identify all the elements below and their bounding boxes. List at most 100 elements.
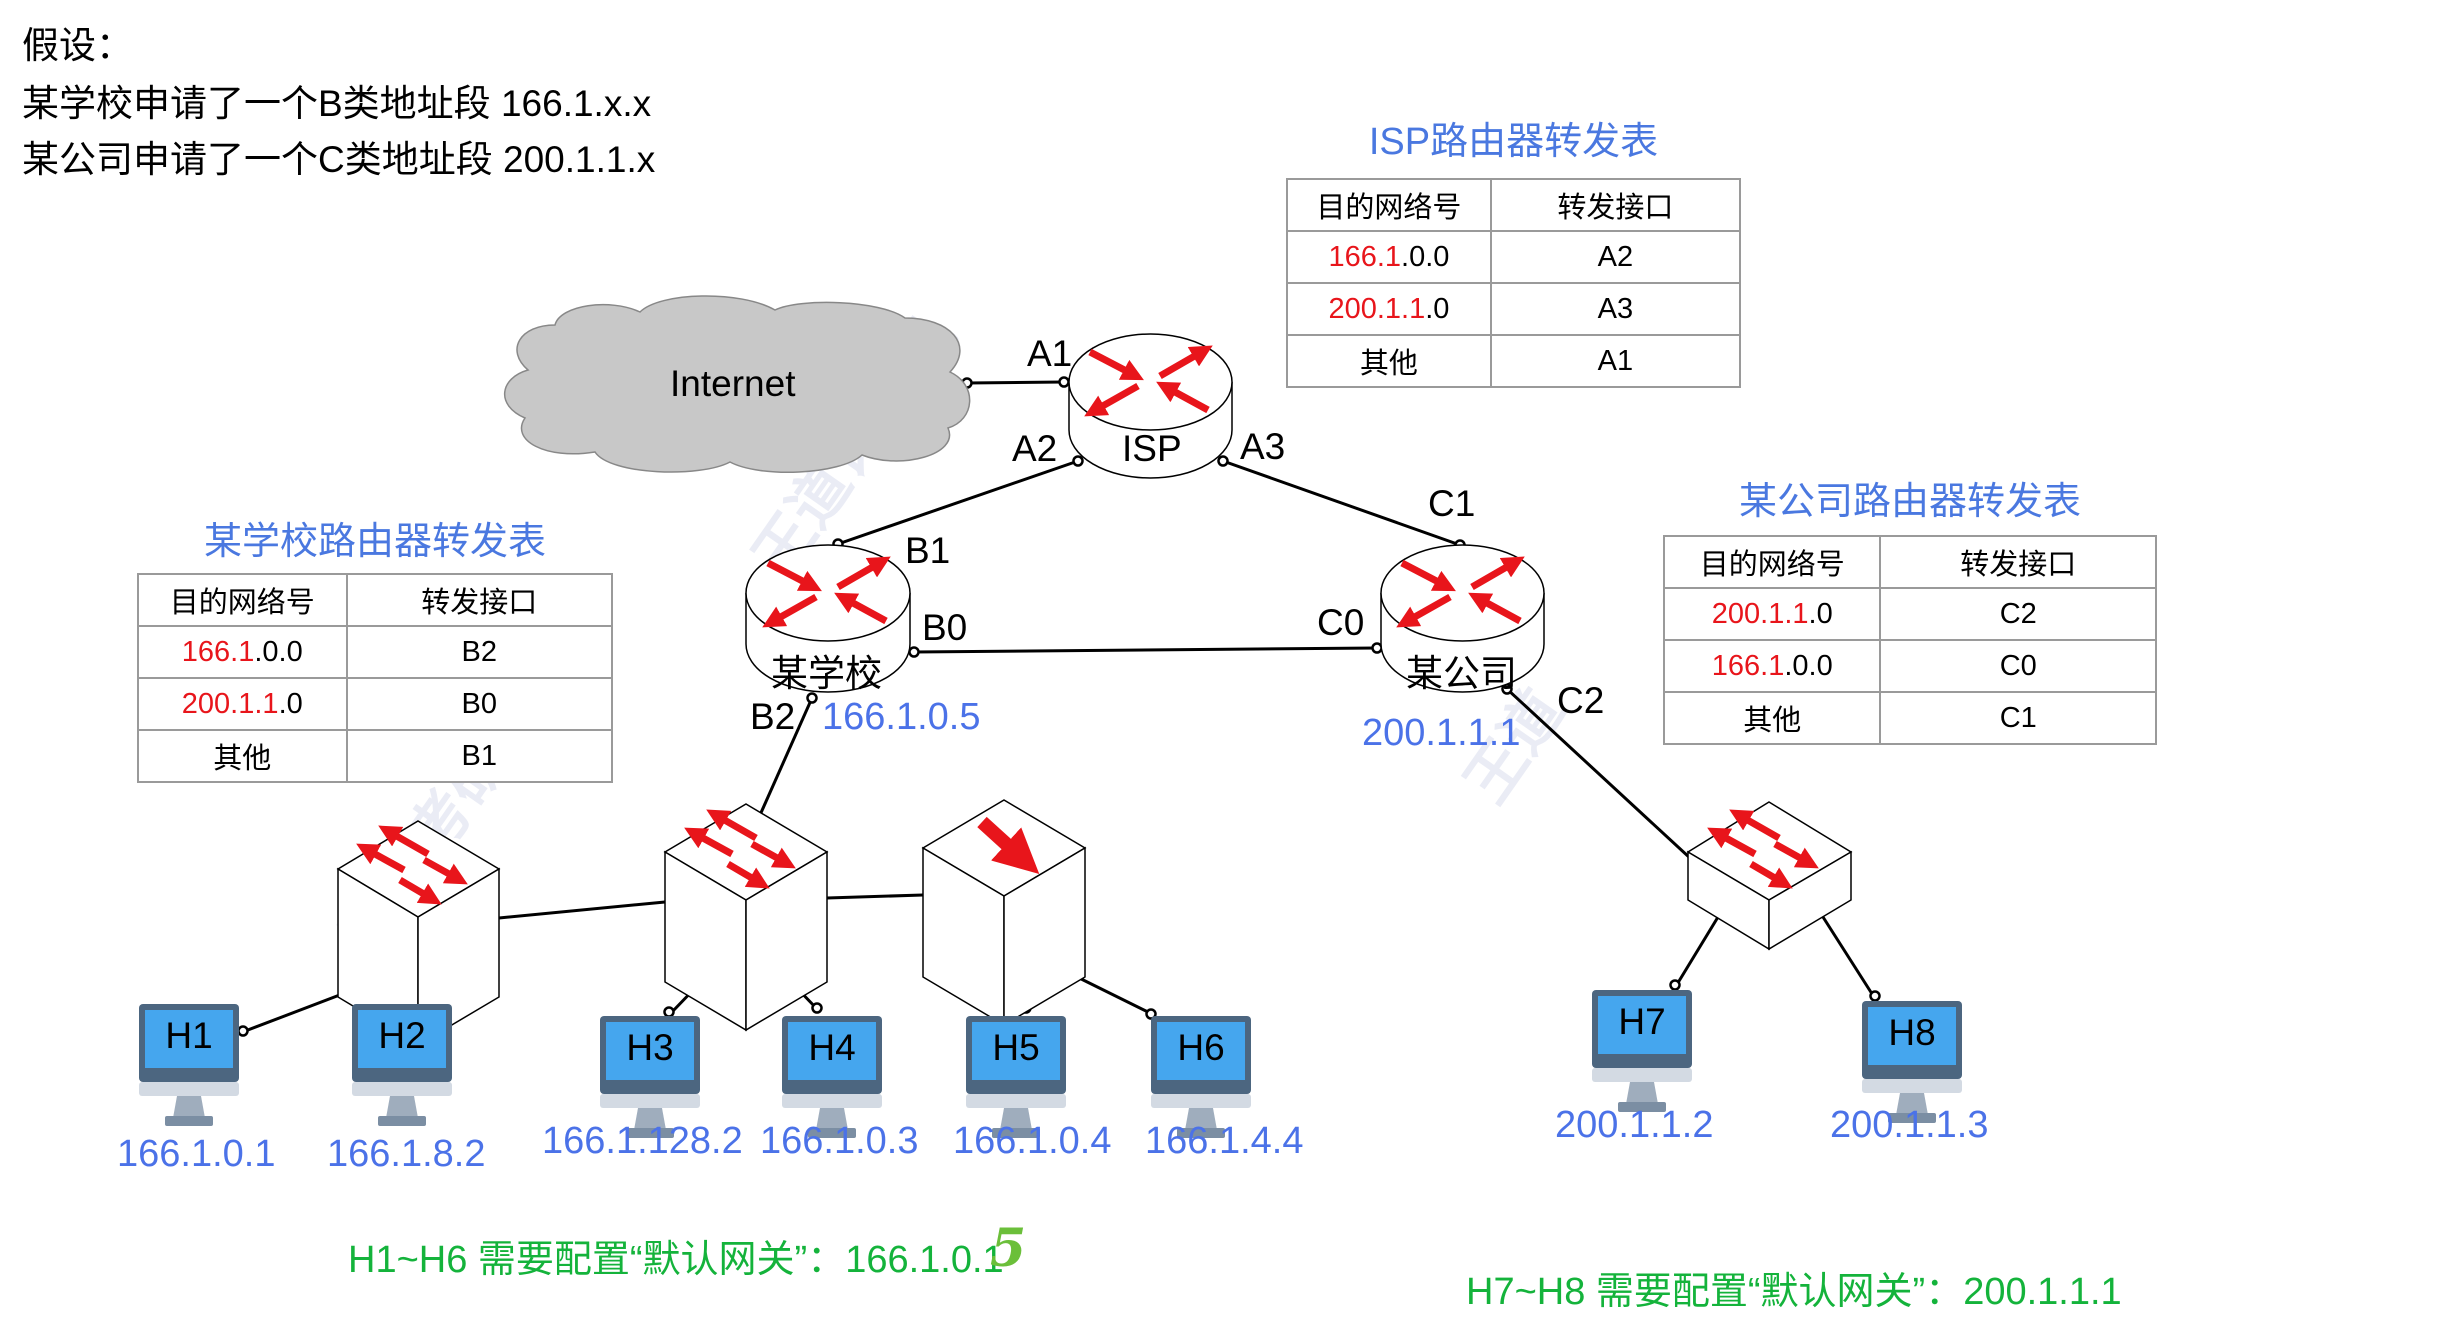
column-header-network: 目的网络号: [1286, 178, 1492, 232]
network-suffix: 其他: [1743, 705, 1802, 737]
column-header-network: 目的网络号: [1662, 535, 1882, 589]
table-header-row: 目的网络号 转发接口: [1662, 535, 2157, 589]
link-switch4-h8: [1821, 916, 1876, 998]
host-name: H4: [808, 1027, 856, 1068]
port-b0: B0: [922, 607, 968, 648]
school-router: [745, 544, 911, 693]
company-router: [1380, 544, 1545, 693]
premise-company: 某公司申请了一个C类地址段 200.1.1.x: [22, 139, 656, 180]
switch-2: [663, 803, 829, 1032]
school-router-ip: 166.1.0.5: [822, 696, 981, 738]
link-school-switch2: [758, 697, 814, 816]
column-header-interface: 转发接口: [1489, 178, 1742, 232]
table-row: 200.1.1.0 B0: [137, 677, 614, 731]
network-prefix: 200.1.1: [1328, 292, 1426, 325]
internet-label: Internet: [670, 363, 796, 404]
table-row: 其他 C1: [1662, 691, 2157, 745]
link-switch2-hub: [826, 893, 924, 900]
isp-table-title: ISP路由器转发表: [1368, 121, 1659, 163]
network-suffix: .0.0: [254, 635, 303, 668]
table-header-row: 目的网络号 转发接口: [137, 573, 614, 627]
interface-cell: B0: [345, 677, 614, 731]
network-suffix: 其他: [213, 743, 272, 775]
host-name: H7: [1618, 1001, 1666, 1042]
premise-heading: 假设：: [22, 25, 133, 66]
network-prefix: 200.1.1: [1711, 597, 1809, 630]
host-ip: 166.1.4.4: [1145, 1120, 1304, 1162]
network-prefix: 200.1.1: [181, 687, 279, 720]
link-switch4-h7: [1674, 916, 1720, 987]
column-header-network: 目的网络号: [137, 573, 348, 627]
table-row: 其他 A1: [1286, 334, 1742, 388]
handwritten-correction: 5: [990, 1218, 1027, 1279]
host-name: H2: [378, 1015, 426, 1056]
host-name: H1: [165, 1015, 213, 1056]
interface-cell: A1: [1489, 334, 1742, 388]
port-a1: A1: [1027, 333, 1073, 374]
column-header-interface: 转发接口: [345, 573, 614, 627]
host-ip: 166.1.8.2: [327, 1133, 486, 1175]
host-ip: 166.1.0.1: [117, 1133, 276, 1175]
network-suffix: .0: [1808, 597, 1833, 630]
column-header-interface: 转发接口: [1879, 535, 2157, 589]
switch-4: [1686, 801, 1853, 951]
host-ip: 166.1.0.4: [953, 1120, 1112, 1162]
network-suffix: .0.0: [1784, 649, 1833, 682]
link-company-switch4: [1505, 687, 1692, 860]
company-table-title: 某公司路由器转发表: [1738, 481, 2081, 523]
host-name: H3: [626, 1027, 674, 1068]
host-ip: 166.1.128.2: [542, 1120, 743, 1162]
isp-router-name: ISP: [1122, 428, 1182, 469]
interface-cell: A2: [1489, 230, 1742, 284]
link-internet-isp: [966, 380, 1065, 385]
table-row: 200.1.1.0 C2: [1662, 587, 2157, 641]
link-isp-company: [1222, 459, 1461, 547]
network-suffix: .0: [1425, 292, 1450, 325]
isp-router: [1068, 333, 1233, 479]
link-isp-school: [837, 459, 1079, 546]
table-row: 其他 B1: [137, 729, 614, 783]
company-router-ip: 200.1.1.1: [1362, 712, 1521, 754]
host-ip: 166.1.0.3: [760, 1120, 919, 1162]
interface-cell: C1: [1879, 691, 2157, 745]
interface-cell: C2: [1879, 587, 2157, 641]
host-name: H6: [1177, 1027, 1225, 1068]
school-gateway-note: H1~H6 需要配置“默认网关”：166.1.0.1: [348, 1239, 1004, 1281]
table-header-row: 目的网络号 转发接口: [1286, 178, 1742, 232]
hub-bridge: [921, 799, 1087, 1027]
host-name: H5: [992, 1027, 1040, 1068]
company-router-name: 某公司: [1406, 653, 1517, 694]
host-ip: 200.1.1.3: [1830, 1104, 1989, 1146]
network-suffix: .0.0: [1401, 240, 1450, 273]
network-suffix: 其他: [1359, 348, 1418, 380]
table-row: 166.1.0.0 C0: [1662, 639, 2157, 693]
host-name: H8: [1888, 1012, 1936, 1053]
network-prefix: 166.1: [1711, 649, 1785, 682]
interface-cell: C0: [1879, 639, 2157, 693]
port-c2: C2: [1557, 680, 1605, 721]
network-suffix: .0: [278, 687, 303, 720]
port-a3: A3: [1240, 426, 1286, 467]
internet-cloud: [504, 295, 971, 473]
port-a2: A2: [1012, 428, 1058, 469]
port-c0: C0: [1317, 602, 1365, 643]
company-gateway-note: H7~H8 需要配置“默认网关”：200.1.1.1: [1466, 1271, 2122, 1313]
link-school-company: [913, 646, 1378, 654]
school-table-title: 某学校路由器转发表: [203, 521, 546, 563]
link-switch1-switch2: [498, 900, 666, 920]
port-c1: C1: [1428, 483, 1476, 524]
port-b1: B1: [905, 530, 951, 571]
school-router-name: 某学校: [771, 653, 882, 694]
network-prefix: 166.1: [181, 635, 255, 668]
premise-school: 某学校申请了一个B类地址段 166.1.x.x: [22, 83, 652, 124]
interface-cell: A3: [1489, 282, 1742, 336]
interface-cell: B1: [345, 729, 614, 783]
port-b2: B2: [750, 696, 796, 737]
host-ip: 200.1.1.2: [1555, 1104, 1714, 1146]
company-forwarding-table: 目的网络号 转发接口 200.1.1.0 C2 166.1.0.0 C0 其他 C1: [1662, 535, 2157, 745]
